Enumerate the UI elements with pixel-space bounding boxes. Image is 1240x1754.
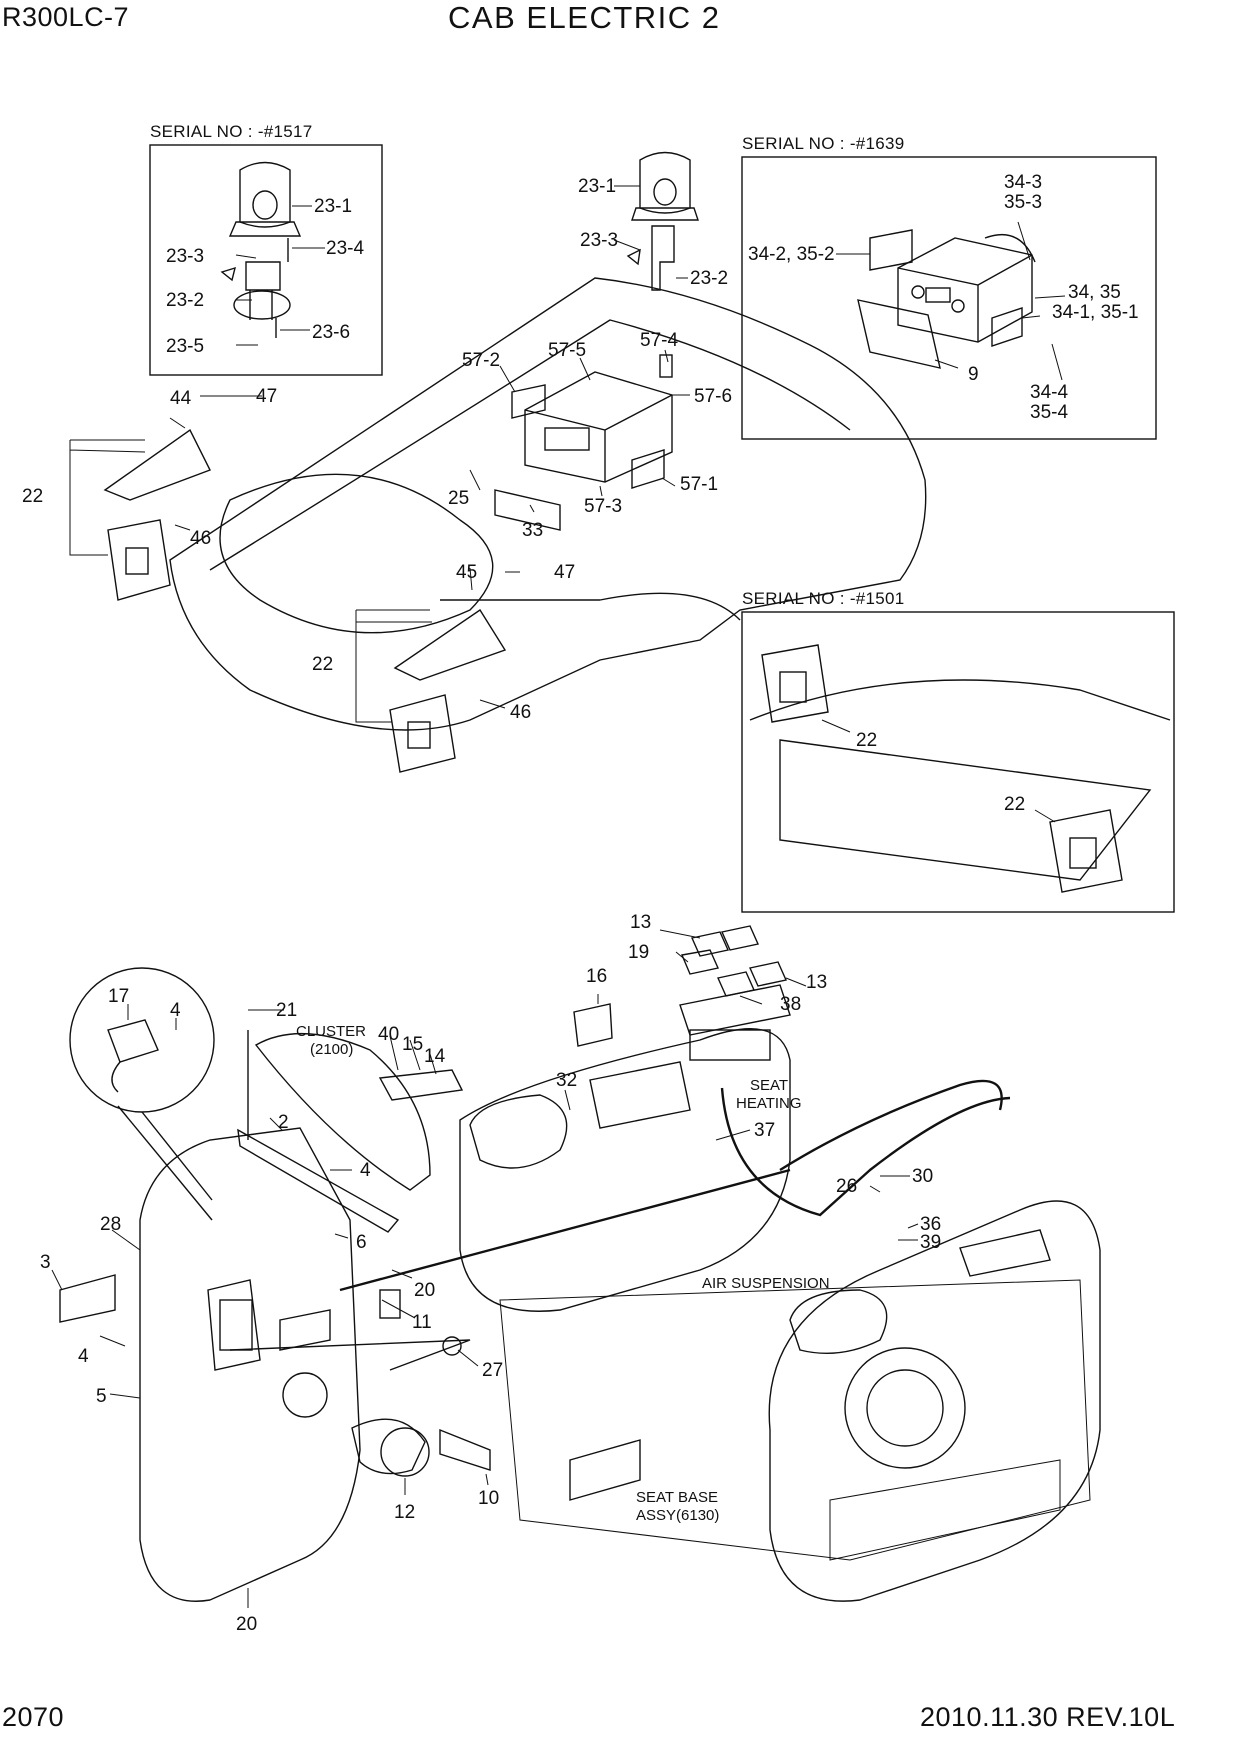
callout-38: 38 xyxy=(780,994,801,1015)
callout-2: 2 xyxy=(278,1112,289,1133)
callout-57-1: 57-1 xyxy=(680,474,718,495)
callout-15: 15 xyxy=(402,1034,423,1055)
callout-35-3: 35-3 xyxy=(1004,192,1042,213)
radio-unit-icon xyxy=(857,229,1036,369)
callout-34-4: 34-4 xyxy=(1030,382,1068,403)
callout-4-detail: 4 xyxy=(170,1000,181,1021)
callout-16: 16 xyxy=(586,966,607,987)
beacon-inset: SERIAL NO : -#1517 23-1 23-3 23-4 23-2 2… xyxy=(149,122,383,376)
callout-46-lower: 46 xyxy=(510,702,531,723)
callout-57-6: 57-6 xyxy=(694,386,732,407)
detail-circle xyxy=(69,967,215,1221)
switch-panel xyxy=(573,925,787,1047)
callout-22-inset-a: 22 xyxy=(856,730,877,751)
callout-23-1-main: 23-1 xyxy=(578,176,616,197)
callout-39: 39 xyxy=(920,1232,941,1253)
beacon-inset-frame xyxy=(149,144,383,376)
roof-beacon-icon xyxy=(626,151,699,291)
callout-30: 30 xyxy=(912,1166,933,1187)
beacon-inset-serial: SERIAL NO : -#1517 xyxy=(150,122,313,141)
callout-13-lower: 13 xyxy=(806,972,827,993)
callout-25: 25 xyxy=(448,488,469,509)
callout-57-5: 57-5 xyxy=(548,340,586,361)
callout-19: 19 xyxy=(628,942,649,963)
callout-34-2-35-2: 34-2, 35-2 xyxy=(748,244,835,265)
callout-22-upper: 22 xyxy=(22,486,43,507)
callout-6: 6 xyxy=(356,1232,367,1253)
callout-9: 9 xyxy=(968,364,979,385)
callout-57-3: 57-3 xyxy=(584,496,622,517)
callout-23-2-main: 23-2 xyxy=(690,268,728,289)
callout-34-35: 34, 35 xyxy=(1068,282,1121,303)
callout-26: 26 xyxy=(836,1176,857,1197)
callout-40: 40 xyxy=(378,1024,399,1045)
callout-34-1-35-1: 34-1, 35-1 xyxy=(1052,302,1139,323)
callout-12: 12 xyxy=(394,1502,415,1523)
callout-23-3: 23-3 xyxy=(166,246,204,267)
callout-3: 3 xyxy=(40,1252,51,1273)
note-seat-heating-1: SEAT xyxy=(750,1077,788,1094)
note-cluster: CLUSTER xyxy=(296,1023,366,1040)
callout-20-upper: 20 xyxy=(414,1280,435,1301)
callout-4-bracket: 4 xyxy=(360,1160,371,1181)
harness xyxy=(339,1079,1011,1292)
callout-32: 32 xyxy=(556,1070,577,1091)
note-seat-base-2: ASSY(6130) xyxy=(636,1507,719,1524)
callout-57-2: 57-2 xyxy=(462,350,500,371)
cab-roof xyxy=(169,277,927,731)
callout-23-3-main: 23-3 xyxy=(580,230,618,251)
note-seat-base-1: SEAT BASE xyxy=(636,1489,718,1506)
callout-47-lower: 47 xyxy=(554,562,575,583)
left-side-panel xyxy=(139,1127,471,1602)
callout-36: 36 xyxy=(920,1214,941,1235)
note-air-suspension: AIR SUSPENSION xyxy=(702,1275,830,1292)
callout-14: 14 xyxy=(424,1046,446,1067)
lamps-inset-serial: SERIAL NO : -#1501 xyxy=(742,589,905,608)
callout-23-5: 23-5 xyxy=(166,336,204,357)
callout-11: 11 xyxy=(412,1312,432,1333)
work-lamp-left-icon xyxy=(103,428,507,773)
callout-37: 37 xyxy=(754,1120,775,1141)
callout-47-upper: 47 xyxy=(256,386,277,407)
beacon-lamp-icon xyxy=(220,161,302,338)
connector-parts xyxy=(59,1030,491,1477)
console-assembly xyxy=(459,984,1101,1602)
callout-4-side: 4 xyxy=(78,1346,89,1367)
callout-13-upper: 13 xyxy=(630,912,651,933)
callout-20-lower: 20 xyxy=(236,1614,257,1635)
callout-57-4: 57-4 xyxy=(640,330,678,351)
callout-5: 5 xyxy=(96,1386,107,1407)
callout-35-4: 35-4 xyxy=(1030,402,1068,423)
model-code: R300LC-7 xyxy=(2,2,130,32)
note-cluster-ref: (2100) xyxy=(310,1041,353,1058)
page-title: CAB ELECTRIC 2 xyxy=(448,0,721,35)
radio-inset: SERIAL NO : -#1639 34-3 35-3 34-2, 35-2 … xyxy=(741,134,1157,440)
callout-28: 28 xyxy=(100,1214,121,1235)
page-number: 2070 xyxy=(2,1702,65,1732)
callout-27: 27 xyxy=(482,1360,503,1381)
callout-22-lower: 22 xyxy=(312,654,333,675)
note-seat-heating-2: HEATING xyxy=(736,1095,802,1112)
lamps-inset-frame xyxy=(741,611,1175,913)
callout-34-3: 34-3 xyxy=(1004,172,1042,193)
callout-46-upper: 46 xyxy=(190,528,211,549)
radio-inset-serial: SERIAL NO : -#1639 xyxy=(742,134,905,153)
callout-45: 45 xyxy=(456,562,477,583)
callout-23-1: 23-1 xyxy=(314,196,352,217)
callout-22-inset-b: 22 xyxy=(1004,794,1025,815)
revision-date: 2010.11.30 REV.10L xyxy=(920,1702,1176,1732)
cluster-cover: CLUSTER (2100) xyxy=(254,1023,431,1191)
callout-23-6: 23-6 xyxy=(312,322,350,343)
callout-21: 21 xyxy=(276,1000,297,1021)
callout-10: 10 xyxy=(478,1488,499,1509)
lamps-inset: SERIAL NO : -#1501 22 22 xyxy=(741,589,1175,913)
callout-33: 33 xyxy=(522,520,543,541)
radio-inset-frame xyxy=(741,156,1157,440)
callout-44: 44 xyxy=(170,388,192,409)
callout-23-2: 23-2 xyxy=(166,290,204,311)
callout-17: 17 xyxy=(108,986,129,1007)
callout-23-4: 23-4 xyxy=(326,238,364,259)
